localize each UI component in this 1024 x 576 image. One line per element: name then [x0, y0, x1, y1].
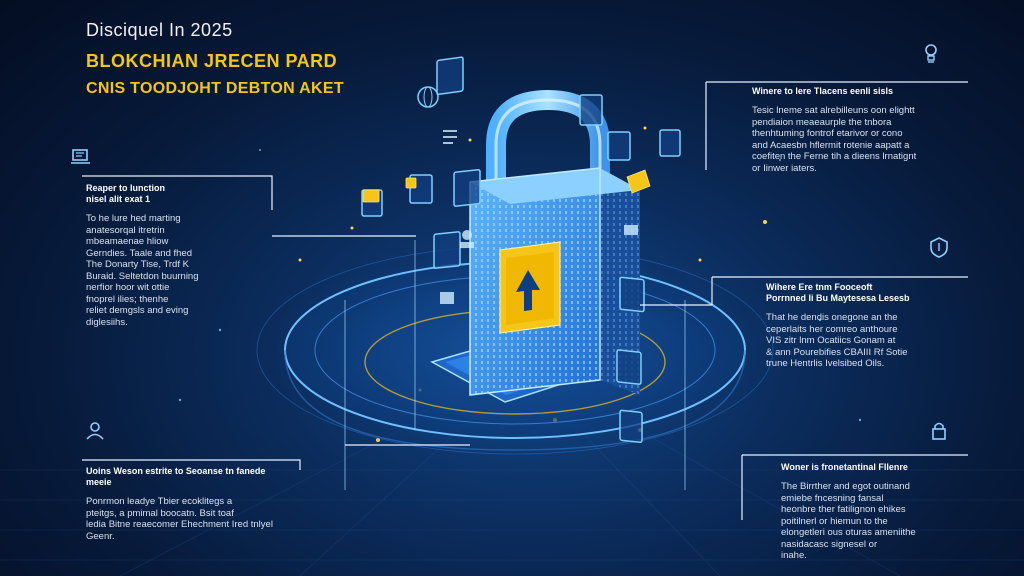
security-icon	[930, 237, 948, 258]
panel-body: The Birrther and egot outinand emiebe fn…	[781, 481, 916, 561]
panel-left-bottom: Uoins Weson estrite to Seoanse tn fanede…	[86, 466, 301, 542]
title-line2: BLOKCHIAN JRECEN PARD	[86, 51, 338, 71]
panel-body: Tesic lneme sat alrebilleuns oon elightt…	[752, 105, 917, 174]
panel-heading: Uoins Weson estrite to Seoanse tn fanede…	[86, 466, 266, 487]
panel-right-middle: Wihere Ere tnm Fooceoft Porrnned Ii Bu M…	[766, 282, 966, 370]
panel-heading: Woner is fronetantinal Fllenre	[781, 462, 908, 472]
person-icon	[86, 422, 104, 440]
panel-heading: Reaper to Iunction nisel alit exat 1	[86, 183, 166, 204]
title-line3: CNIS TOODJOHT DEBTON AKET	[86, 80, 344, 97]
title-block: Disciquel In 2025 BLOKCHIAN JRECEN PARD …	[86, 20, 344, 98]
panel-right-bottom: Woner is fronetantinal Fllenre The Birrt…	[781, 462, 971, 562]
panel-body: To he lure hed marting anatesorqal itret…	[86, 213, 199, 328]
panel-right-top: Winere to lere Tlacens eenli sisls Tesic…	[752, 86, 967, 174]
shield-icon	[71, 149, 90, 164]
globe-icon	[417, 86, 439, 108]
panel-body: That he dendis onegone an the ceperlaits…	[766, 312, 908, 369]
panel-heading: Winere to lere Tlacens eenli sisls	[752, 86, 893, 96]
panel-heading: Wihere Ere tnm Fooceoft Porrnned Ii Bu M…	[766, 282, 910, 303]
lightbulb-icon	[925, 44, 937, 63]
lock-icon	[932, 422, 946, 440]
person-icon	[453, 168, 481, 207]
padlock-icon	[469, 89, 640, 396]
upload-arrow-icon	[516, 270, 540, 311]
panel-left-top: Reaper to Iunction nisel alit exat 1 To …	[86, 183, 261, 328]
title-line1: Disciquel In 2025	[86, 20, 233, 40]
panel-body: Ponrmon leadye Tbier ecoklitegs a pteitg…	[86, 496, 273, 542]
document-icon	[436, 56, 464, 96]
